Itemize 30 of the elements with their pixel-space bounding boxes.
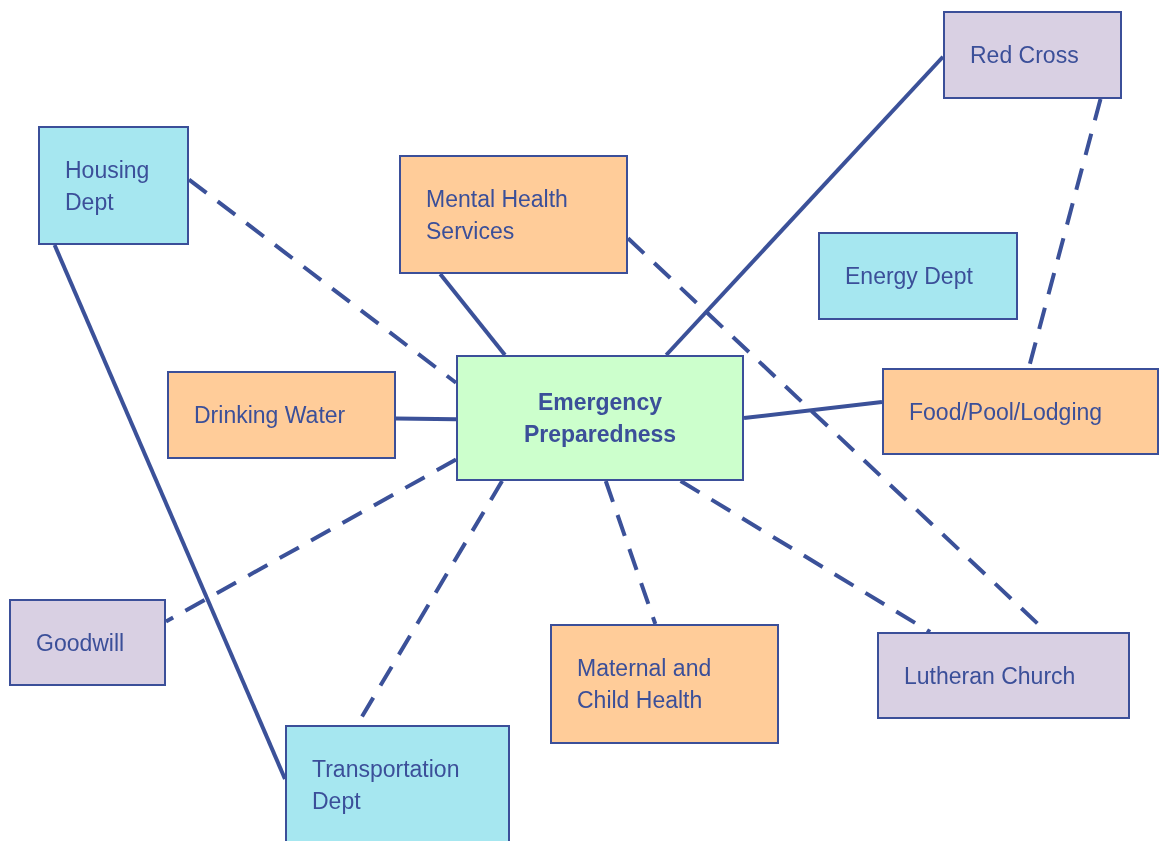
node-label: Housing Dept [65, 155, 151, 217]
connector-line [664, 55, 945, 357]
organization-box [167, 371, 396, 459]
organization-box [877, 632, 1130, 719]
node-label: Transportation Dept [312, 755, 461, 816]
node-label: Drinking Water [194, 401, 347, 430]
node-label: Mental Health Services [426, 184, 569, 246]
node-label: Red Cross [970, 41, 1080, 70]
node-label: Energy Dept [845, 262, 974, 291]
organization-box [550, 624, 779, 744]
organization-box [882, 368, 1159, 455]
node-label: Emergency Preparedness [522, 388, 678, 449]
connector-line [395, 416, 457, 422]
connector-line [743, 399, 883, 420]
connector-line [679, 479, 932, 634]
node-label: Lutheran Church [904, 661, 1077, 691]
organization-box [285, 725, 510, 841]
organization-box [943, 11, 1122, 99]
node-label: Food/Pool/Lodging [909, 397, 1104, 427]
node-label: Maternal and Child Health [577, 654, 713, 715]
organization-box [9, 599, 166, 686]
node-label: Goodwill [36, 628, 126, 658]
central-box [456, 355, 744, 481]
connector-line [52, 244, 287, 780]
organization-box [818, 232, 1018, 320]
connector-line [603, 480, 658, 625]
connector-line [438, 272, 507, 357]
connector-line [165, 457, 457, 624]
organization-box [399, 155, 628, 274]
organization-box [38, 126, 189, 245]
